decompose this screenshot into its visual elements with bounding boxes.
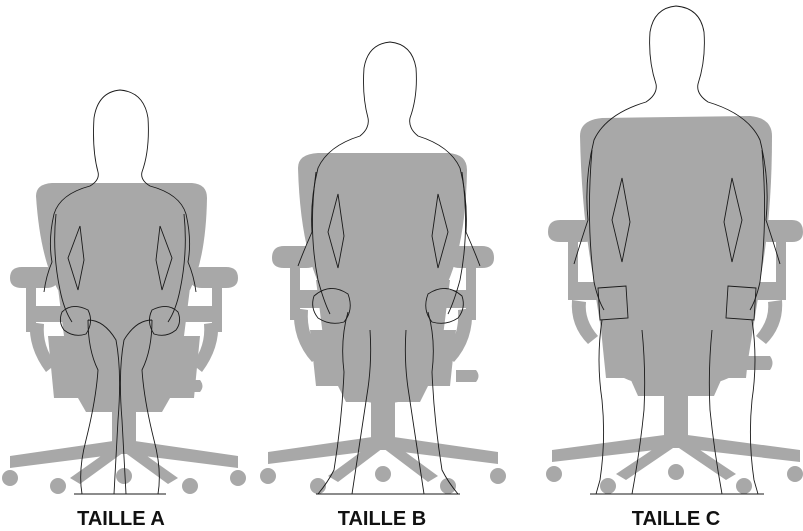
chair-a-figure: TAILLE A <box>2 90 246 530</box>
size-label-a: TAILLE A <box>77 508 165 530</box>
chair-a-silhouette <box>2 183 246 494</box>
chair-c-silhouette <box>546 116 803 494</box>
chair-c-figure: TAILLE C <box>546 6 803 530</box>
size-label-b: TAILLE B <box>338 508 427 530</box>
size-label-c: TAILLE C <box>632 508 721 530</box>
chair-b-figure: TAILLE B <box>260 42 506 530</box>
chair-b-silhouette <box>260 153 506 494</box>
